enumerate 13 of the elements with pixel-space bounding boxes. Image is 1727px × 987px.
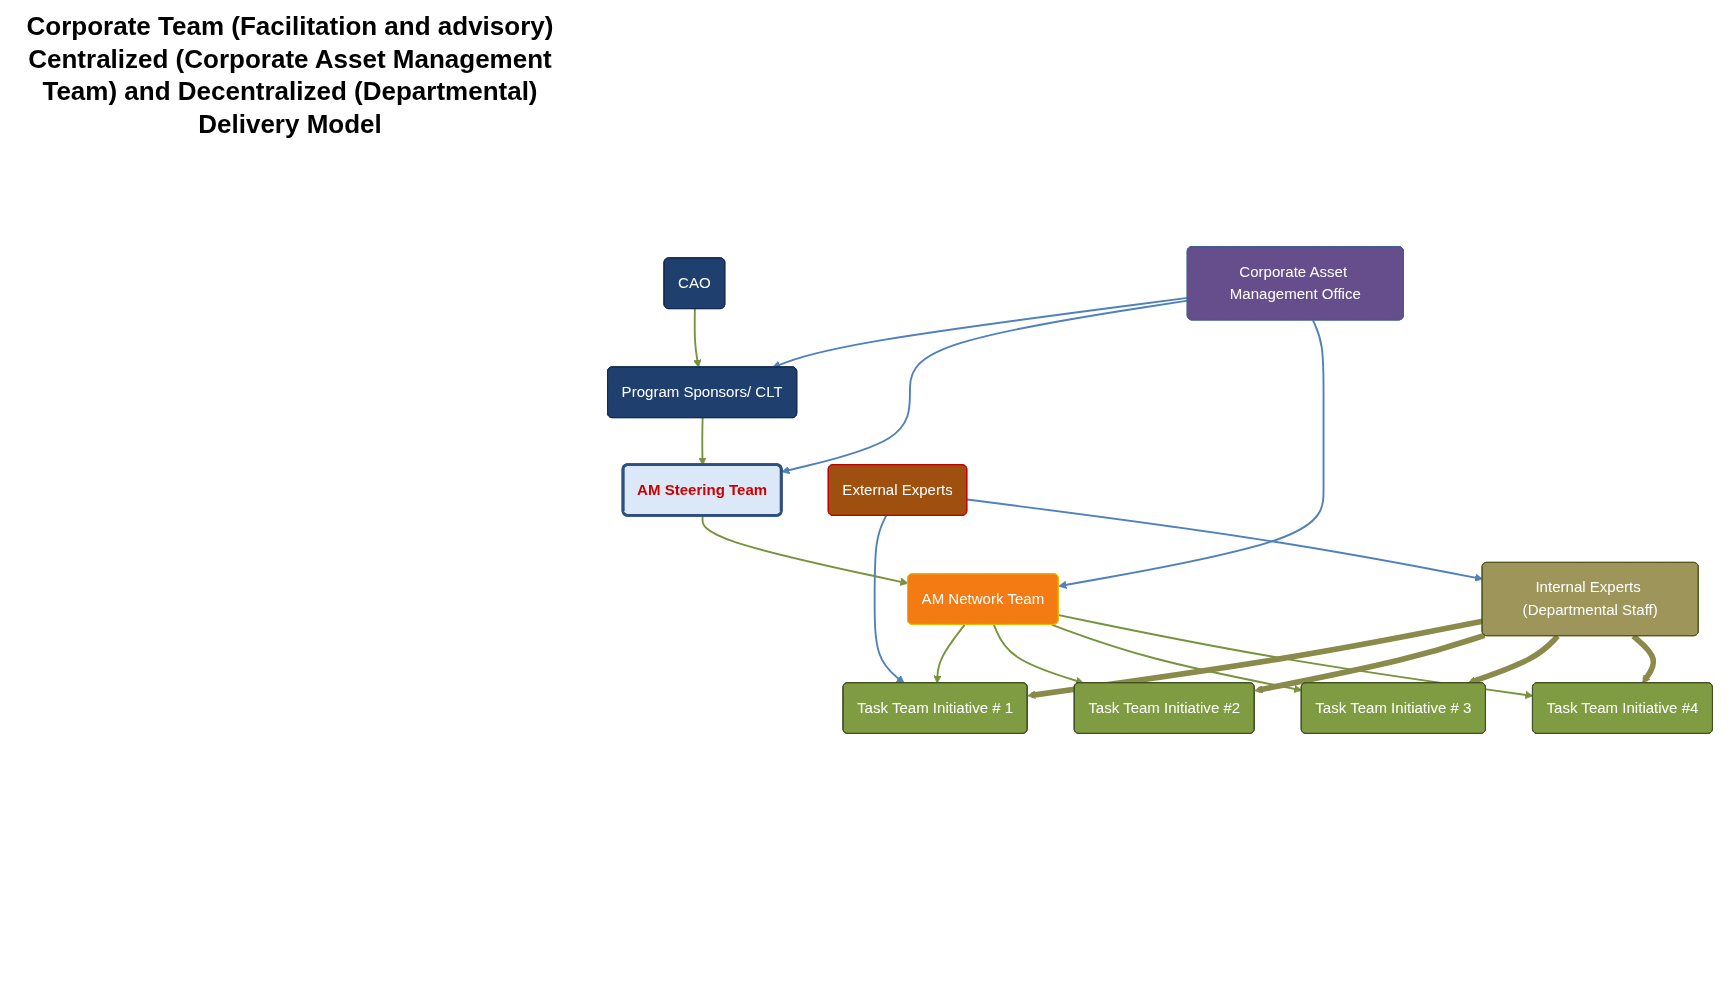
arrow xyxy=(1051,623,1303,693)
arrow xyxy=(1631,634,1657,684)
arrow xyxy=(693,308,702,368)
arrow xyxy=(993,623,1084,685)
arrow xyxy=(1058,319,1325,589)
arrow xyxy=(1027,618,1484,699)
arrow xyxy=(933,623,966,684)
arrow xyxy=(873,514,905,684)
title: Corporate Team (Facilitation and advisory) Centralized (Corporate Asset Management Team) and Decentralized (Departmental) Delivery Model xyxy=(25,10,555,140)
arrow xyxy=(781,299,1189,475)
arrow xyxy=(1254,632,1486,694)
arrow xyxy=(966,498,1483,582)
arrow xyxy=(1467,634,1560,685)
